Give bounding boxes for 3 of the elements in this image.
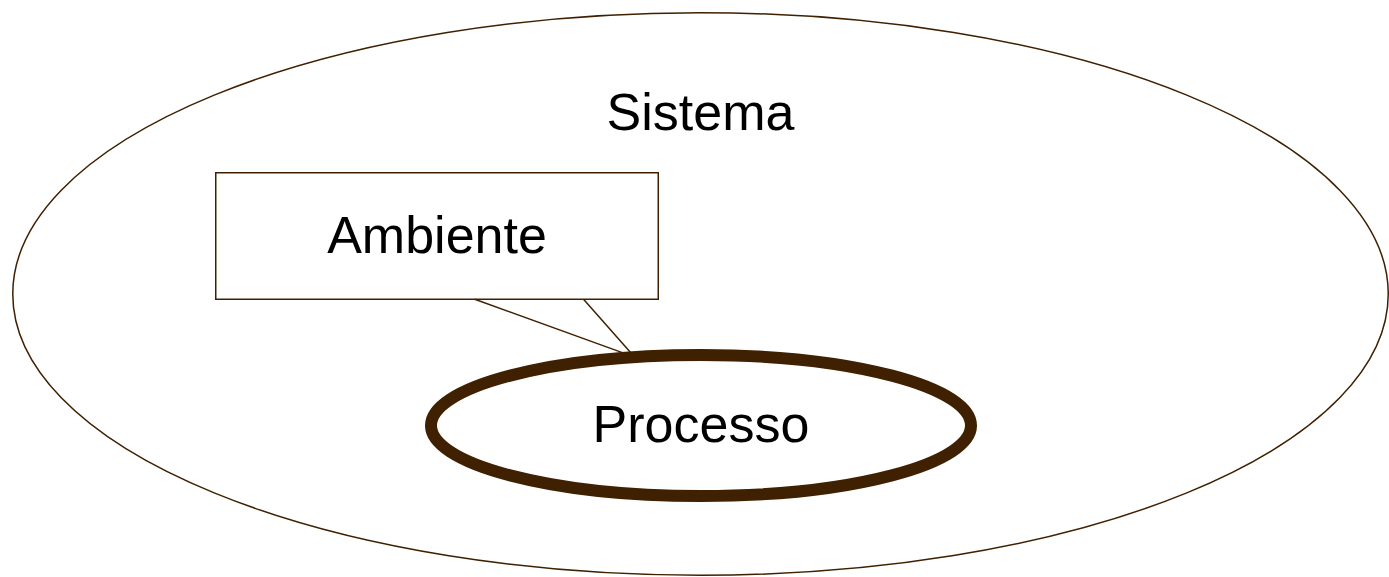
system-label: Sistema [606,82,795,142]
process-label: Processo [592,394,810,455]
environment-label: Ambiente [327,204,547,265]
